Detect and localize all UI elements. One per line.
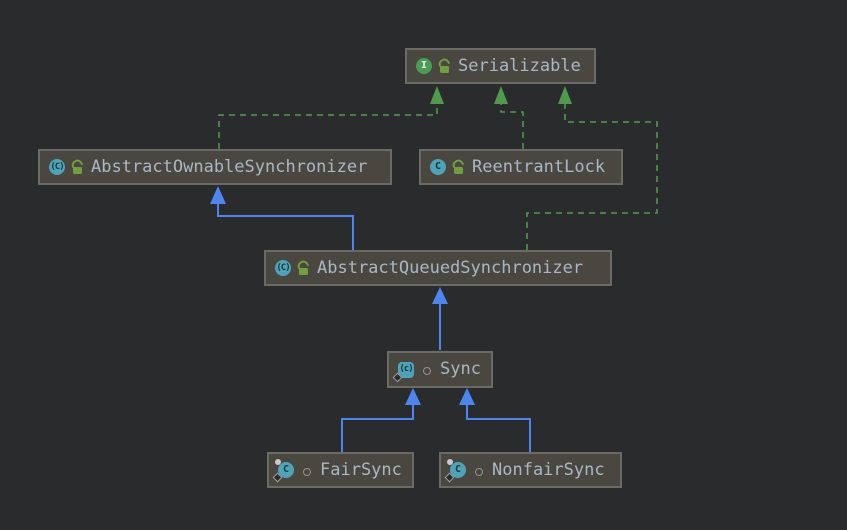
node-label: NonfairSync [492, 459, 605, 480]
class-icon-letter: C [430, 159, 446, 175]
package-private-icon [473, 464, 485, 477]
class-icon-letter: C [450, 462, 466, 478]
abstract-class-icon: (C) [275, 260, 291, 276]
class-node-abstract-queued-synchronizer[interactable]: (C) AbstractQueuedSynchronizer [264, 250, 612, 286]
interface-icon-letter: I [416, 58, 432, 74]
edge-fairsync-extends-sync [341, 404, 414, 452]
public-lock-icon [69, 157, 84, 174]
abstract-class-icon-letter: (C) [49, 159, 65, 175]
edge-aqs-extends-aos [217, 203, 354, 250]
node-label: AbstractOwnableSynchronizer [91, 156, 368, 177]
class-node-serializable[interactable]: I Serializable [405, 48, 596, 84]
class-icon: C [430, 159, 446, 175]
public-lock-icon [295, 258, 310, 275]
class-node-abstract-ownable-synchronizer[interactable]: (C) AbstractOwnableSynchronizer [38, 149, 392, 185]
arrowhead-implements-icon [430, 86, 444, 104]
node-label: Sync [440, 359, 481, 379]
final-mark-icon [275, 459, 281, 465]
abstract-class-icon-letter: (C) [275, 260, 291, 276]
class-node-fair-sync[interactable]: C FairSync [267, 452, 414, 488]
static-final-class-icon: C [272, 459, 294, 483]
edge-aos-implements-serializable [218, 103, 438, 149]
abstract-static-class-icon: (c) [392, 361, 414, 382]
node-label: FairSync [320, 459, 402, 480]
package-private-icon [301, 464, 313, 477]
class-icon-letter: C [278, 462, 294, 478]
abstract-class-icon-letter: (c) [398, 361, 414, 378]
arrowhead-extends-icon [405, 388, 421, 405]
public-lock-icon [450, 157, 465, 174]
arrowhead-implements-icon [558, 86, 572, 104]
arrowhead-extends-icon [459, 388, 475, 405]
static-final-class-icon: C [444, 459, 466, 483]
package-private-icon [421, 363, 433, 376]
abstract-class-icon: (C) [49, 159, 65, 175]
class-node-reentrant-lock[interactable]: C ReentrantLock [419, 149, 623, 185]
final-mark-icon [447, 459, 453, 465]
class-node-nonfair-sync[interactable]: C NonfairSync [439, 452, 622, 488]
arrowhead-implements-icon [494, 86, 508, 104]
node-label: Serializable [458, 55, 581, 76]
arrowhead-extends-icon [432, 287, 448, 304]
interface-icon: I [416, 58, 432, 74]
edge-reentrantlock-implements-serializable [500, 104, 524, 149]
node-label: ReentrantLock [472, 156, 606, 177]
node-label: AbstractQueuedSynchronizer [317, 257, 584, 278]
public-lock-icon [436, 56, 451, 73]
arrowhead-extends-icon [210, 186, 226, 204]
edge-nonfairsync-extends-sync [466, 404, 531, 452]
class-node-sync[interactable]: (c) Sync [387, 351, 493, 388]
